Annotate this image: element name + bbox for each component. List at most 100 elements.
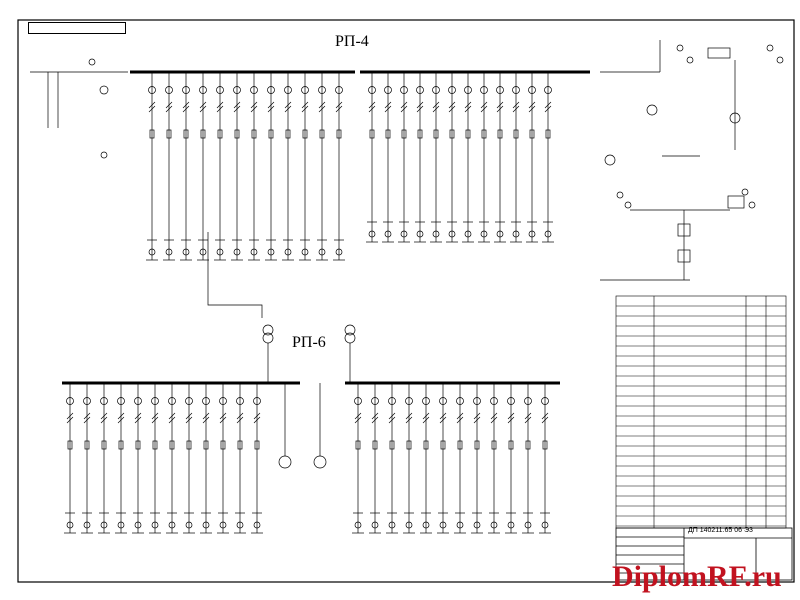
load-symbol bbox=[134, 521, 142, 529]
fuse-symbol bbox=[542, 440, 548, 450]
corner-stamp bbox=[28, 22, 126, 34]
rp6-left-feeder-3 bbox=[98, 383, 110, 534]
fuse-symbol bbox=[529, 129, 535, 139]
breaker-symbol bbox=[524, 397, 532, 405]
aux-relay-1 bbox=[676, 44, 684, 52]
ct-symbol bbox=[371, 412, 379, 424]
rp6-right-feeder-6 bbox=[437, 383, 449, 534]
ct-symbol bbox=[400, 101, 408, 113]
fuse-symbol bbox=[200, 129, 206, 139]
fuse-symbol bbox=[508, 440, 514, 450]
ct-symbol bbox=[216, 101, 224, 113]
aux-relay-2 bbox=[686, 56, 694, 64]
rp6-right-feeder-2 bbox=[369, 383, 381, 534]
rp4-right-feeder-10 bbox=[510, 72, 522, 243]
breaker-symbol bbox=[507, 397, 515, 405]
load-symbol bbox=[439, 521, 447, 529]
fuse-symbol bbox=[169, 440, 175, 450]
rp6-right-feeder-4 bbox=[403, 383, 415, 534]
fuse-symbol bbox=[67, 440, 73, 450]
rp6-right-feeder-8 bbox=[471, 383, 483, 534]
feeder-columns bbox=[64, 72, 554, 534]
fuse-symbol bbox=[372, 440, 378, 450]
breaker-symbol bbox=[199, 86, 207, 94]
auxiliary-circuits bbox=[30, 40, 784, 469]
rp6-title: РП-6 bbox=[292, 334, 326, 351]
fuse-symbol bbox=[417, 129, 423, 139]
rp4-right-feeder-5 bbox=[430, 72, 442, 243]
breaker-symbol bbox=[368, 86, 376, 94]
aux-coil bbox=[729, 112, 741, 124]
ct-symbol bbox=[202, 412, 210, 424]
load-symbol bbox=[473, 521, 481, 529]
breaker-symbol bbox=[354, 397, 362, 405]
breaker-symbol bbox=[185, 397, 193, 405]
fuse-symbol bbox=[183, 129, 189, 139]
drawing-frame bbox=[17, 19, 795, 583]
load-symbol bbox=[422, 521, 430, 529]
load-symbol bbox=[464, 230, 472, 238]
fuse-symbol bbox=[118, 440, 124, 450]
breaker-symbol bbox=[165, 86, 173, 94]
breaker-symbol bbox=[148, 86, 156, 94]
load-symbol bbox=[236, 521, 244, 529]
incomer-transformer-1a bbox=[262, 324, 274, 336]
breaker-symbol bbox=[439, 397, 447, 405]
rp6-left-feeder-11 bbox=[234, 383, 246, 534]
ct-symbol bbox=[83, 412, 91, 424]
ct-symbol bbox=[236, 412, 244, 424]
breaker-symbol bbox=[464, 86, 472, 94]
rp4-right-feeder-8 bbox=[478, 72, 490, 243]
breaker-symbol bbox=[253, 397, 261, 405]
ct-symbol bbox=[233, 101, 241, 113]
rp6-right-feeder-11 bbox=[522, 383, 534, 534]
load-symbol bbox=[405, 521, 413, 529]
rp4-right-feeder-9 bbox=[494, 72, 506, 243]
ct-symbol bbox=[168, 412, 176, 424]
rp4-left-feeder-5 bbox=[214, 72, 226, 261]
fuse-symbol bbox=[491, 440, 497, 450]
load-symbol bbox=[480, 230, 488, 238]
fuse-symbol bbox=[474, 440, 480, 450]
rp6-right-feeder-3 bbox=[386, 383, 398, 534]
aux-relay-3 bbox=[766, 44, 774, 52]
ctrl-contact bbox=[677, 249, 691, 263]
title-block-outline bbox=[615, 527, 793, 581]
rp6-left-feeder-10 bbox=[217, 383, 229, 534]
load-symbol bbox=[66, 521, 74, 529]
ctrl-relay-1 bbox=[616, 191, 624, 199]
load-symbol bbox=[400, 230, 408, 238]
load-symbol bbox=[185, 521, 193, 529]
breaker-symbol bbox=[432, 86, 440, 94]
fuse-symbol bbox=[336, 129, 342, 139]
ct-symbol bbox=[388, 412, 396, 424]
rp4-left-feeder-10 bbox=[299, 72, 311, 261]
rp4-left-feeder-3 bbox=[180, 72, 192, 261]
fuse-symbol bbox=[355, 440, 361, 450]
ct-symbol bbox=[439, 412, 447, 424]
rp4-left-feeder-4 bbox=[197, 72, 209, 261]
fuse-symbol bbox=[84, 440, 90, 450]
tie-line bbox=[207, 232, 263, 318]
rp6-right-feeder-10 bbox=[505, 383, 517, 534]
ct-symbol bbox=[267, 101, 275, 113]
ct-symbol bbox=[480, 101, 488, 113]
ct-symbol bbox=[507, 412, 515, 424]
ctrl-relay-2 bbox=[624, 201, 632, 209]
rp4-title: РП-4 bbox=[335, 33, 369, 50]
breaker-symbol bbox=[151, 397, 159, 405]
ct-symbol bbox=[66, 412, 74, 424]
ctrl-relay-3 bbox=[741, 188, 749, 196]
load-symbol bbox=[416, 230, 424, 238]
rp6-left-feeder-8 bbox=[183, 383, 195, 534]
rp6-right-feeder-12 bbox=[539, 383, 551, 534]
breaker-symbol bbox=[371, 397, 379, 405]
load-symbol bbox=[199, 248, 207, 256]
fuse-symbol bbox=[186, 440, 192, 450]
breaker-symbol bbox=[168, 397, 176, 405]
load-symbol bbox=[83, 521, 91, 529]
breaker-symbol bbox=[384, 86, 392, 94]
load-symbol bbox=[100, 521, 108, 529]
fuse-symbol bbox=[433, 129, 439, 139]
